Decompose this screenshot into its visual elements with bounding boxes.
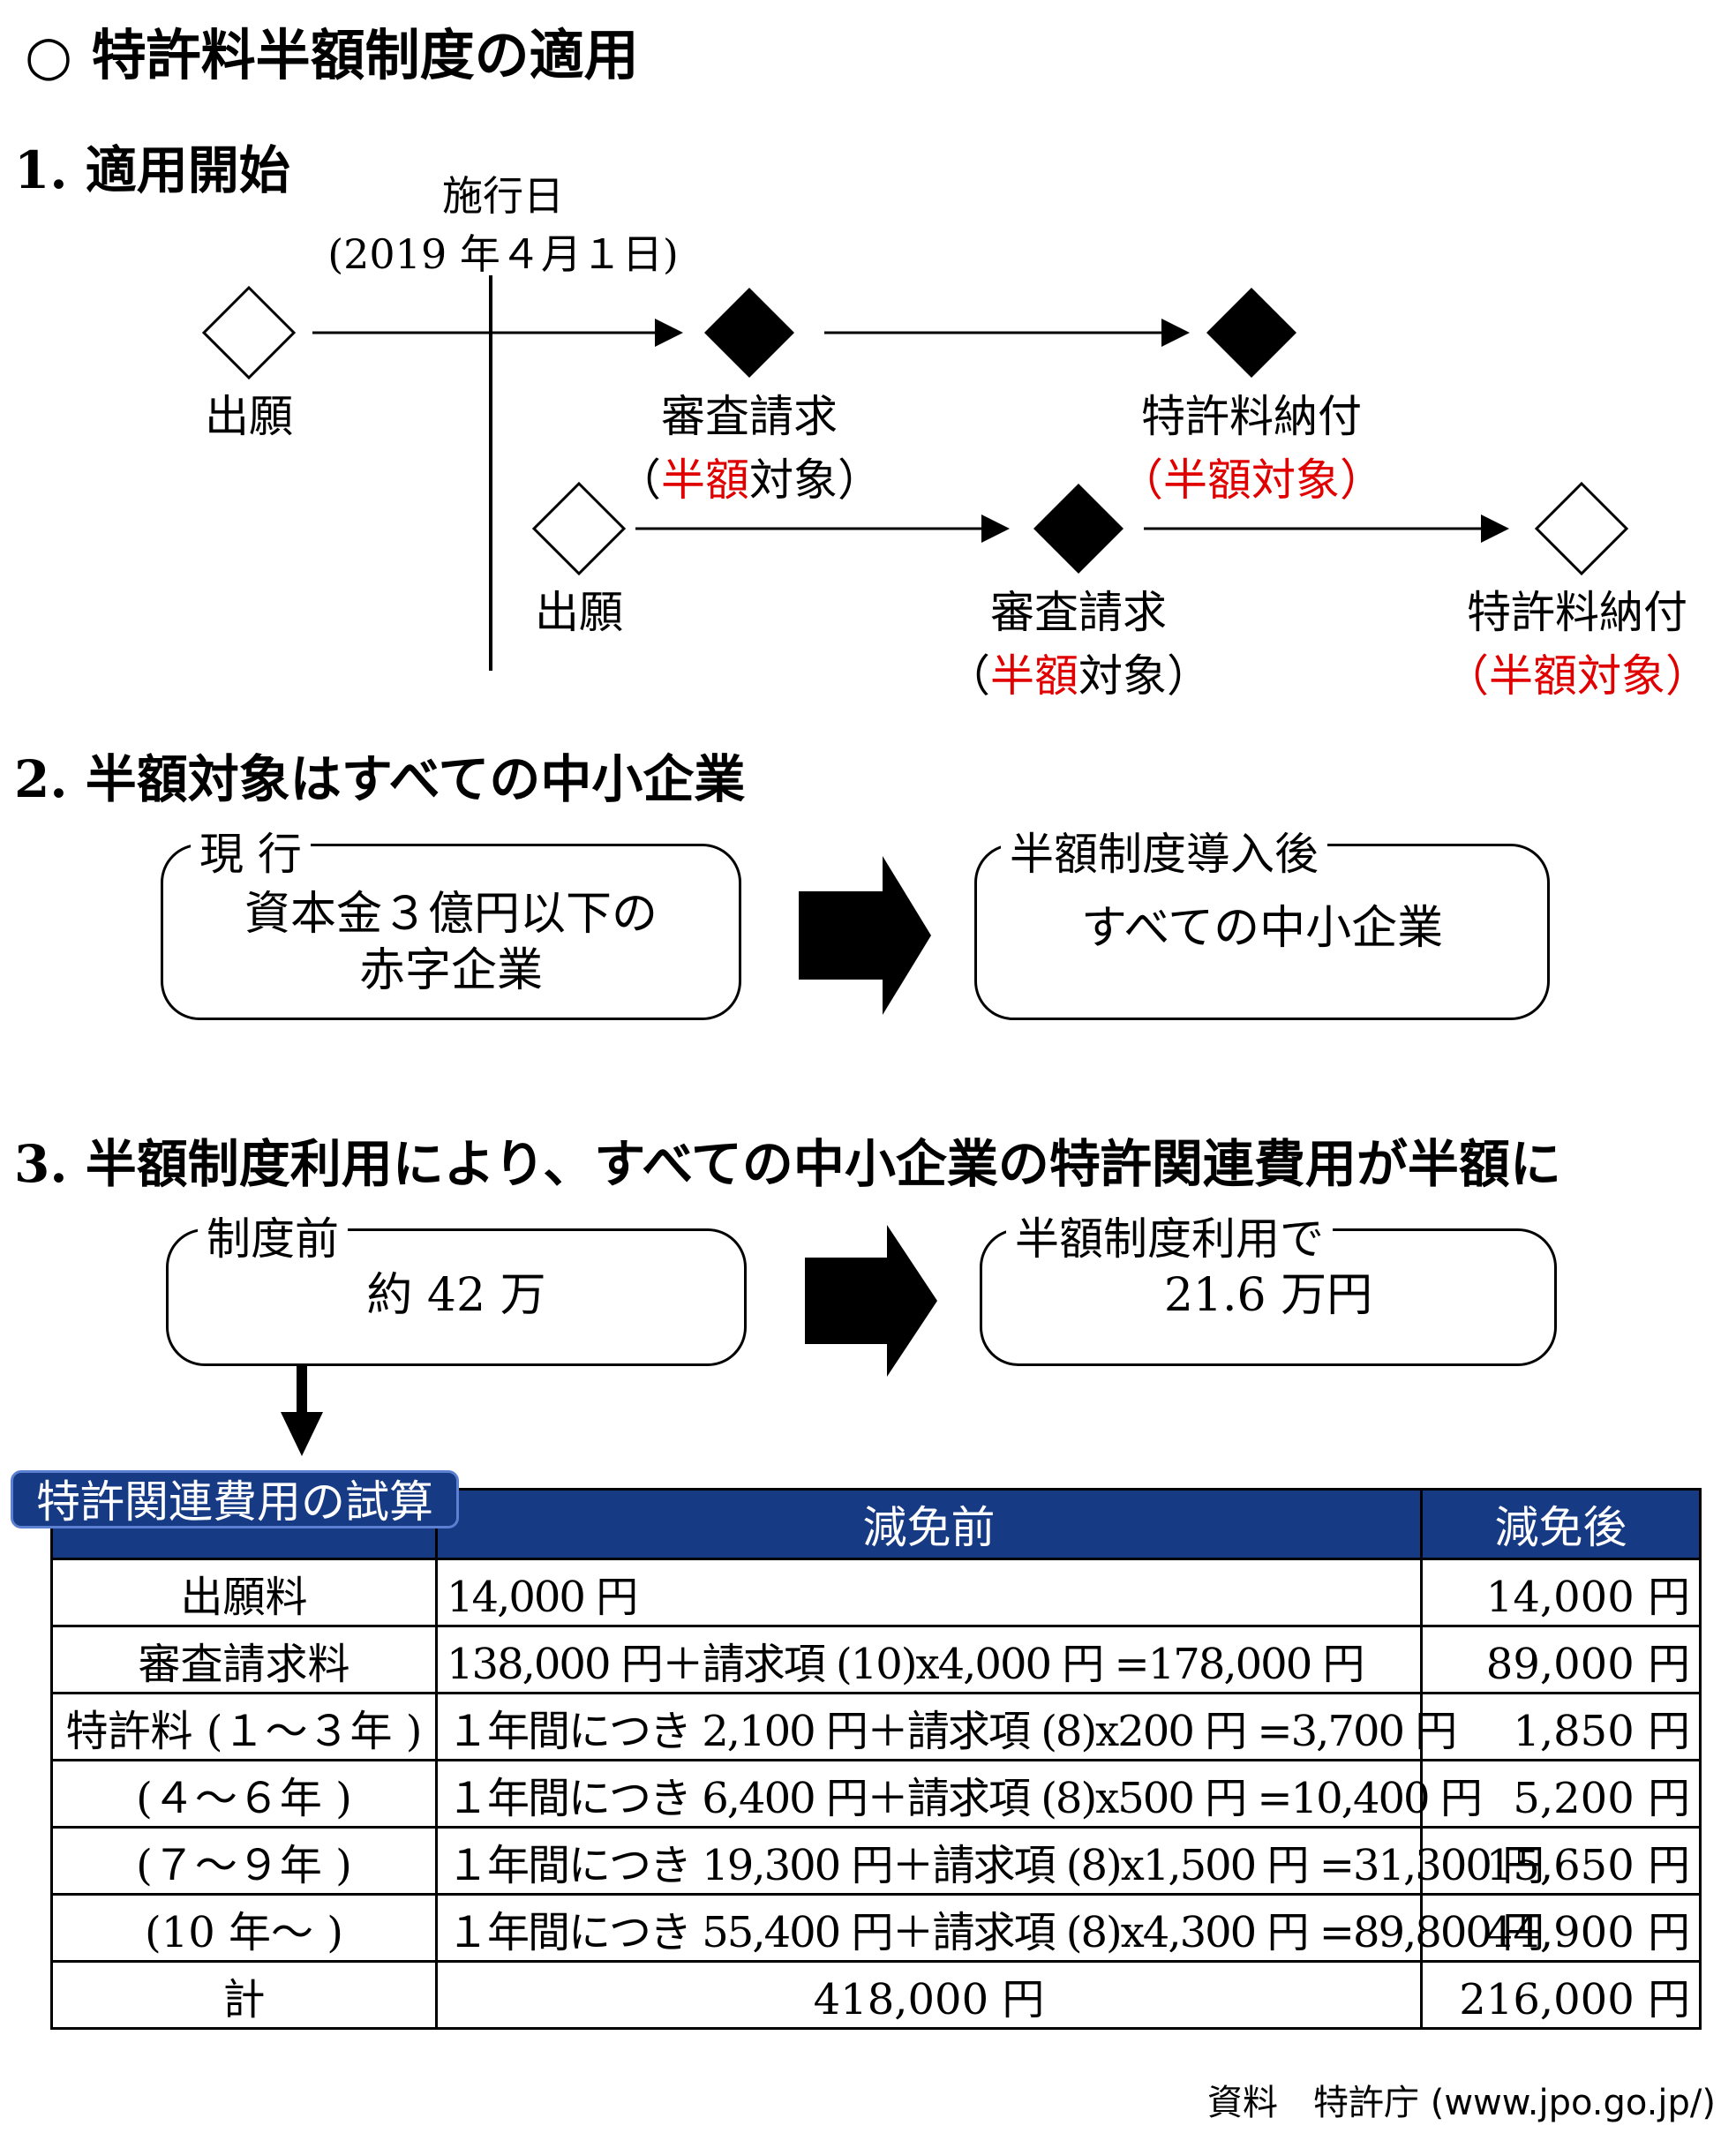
header-after: 減免後 bbox=[1420, 1488, 1702, 1560]
row1-filing-label: 出願 bbox=[205, 391, 293, 442]
table-row: 特許料 (１～３年 ) １年間につき 2,100 円＋請求項 (8)x200 円… bbox=[50, 1692, 1702, 1761]
total-after: 216,000 円 bbox=[1420, 1960, 1702, 2030]
row1-exam-label: 審査請求 （半額対象） bbox=[573, 381, 926, 508]
enforcement-date-value: (2019 年４月１日) bbox=[327, 230, 679, 278]
row-before: 138,000 円＋請求項 (10)x4,000 円 =178,000 円 bbox=[435, 1625, 1423, 1694]
row-after: 14,000 円 bbox=[1420, 1558, 1702, 1627]
section3-heading: 3. 半額制度利用により、すべての中小企業の特許関連費用が半額に bbox=[14, 1134, 1561, 1194]
section1-heading: 1. 適用開始 bbox=[14, 140, 290, 200]
right-arrow-icon bbox=[805, 1225, 937, 1377]
row-before: 14,000 円 bbox=[435, 1558, 1423, 1627]
exam-diamond-filled bbox=[704, 288, 794, 378]
row1-fee-title: 特許料納付 bbox=[1141, 391, 1362, 442]
fee-diamond-filled bbox=[1206, 288, 1296, 378]
arrowhead-icon bbox=[981, 514, 1010, 543]
row-after: 89,000 円 bbox=[1420, 1625, 1702, 1694]
current-box-line2: 赤字企業 bbox=[358, 944, 543, 997]
table-badge: 特許関連費用の試算 bbox=[11, 1470, 459, 1528]
row-item: (10 年～ ) bbox=[50, 1893, 438, 1963]
row2-fee-title: 特許料納付 bbox=[1467, 587, 1687, 638]
before-cost-label: 制度前 bbox=[198, 1204, 348, 1267]
table-row: (４～６年 ) １年間につき 6,400 円＋請求項 (8)x500 円 =10… bbox=[50, 1759, 1702, 1829]
before-cost-value: 約 42 万 bbox=[366, 1269, 546, 1322]
table-row: (７～９年 ) １年間につき 19,300 円＋請求項 (8)x1,500 円 … bbox=[50, 1826, 1702, 1896]
header-before: 減免前 bbox=[435, 1488, 1423, 1560]
table-row: 審査請求料 138,000 円＋請求項 (10)x4,000 円 =178,00… bbox=[50, 1625, 1702, 1694]
filing-diamond-open bbox=[201, 285, 297, 380]
current-box-label: 現 行 bbox=[191, 819, 311, 882]
row2-exam-label: 審査請求 （半額対象） bbox=[902, 577, 1255, 704]
enforcement-date-title: 施行日 bbox=[442, 172, 564, 220]
row2-filing-label: 出願 bbox=[535, 587, 623, 638]
total-item: 計 bbox=[50, 1960, 438, 2030]
row-after: 5,200 円 bbox=[1420, 1759, 1702, 1829]
row-item: (７～９年 ) bbox=[50, 1826, 438, 1896]
row-before: １年間につき 55,400 円＋請求項 (8)x4,300 円 =89,800 … bbox=[435, 1893, 1544, 1963]
fee-diamond-open bbox=[1534, 481, 1629, 576]
row2-exam-note: （半額対象） bbox=[946, 650, 1211, 702]
after-box-label: 半額制度導入後 bbox=[1001, 819, 1327, 882]
table-total-row: 計 418,000 円 216,000 円 bbox=[50, 1960, 1702, 2030]
current-box-line1: 資本金３億円以下の bbox=[244, 888, 658, 941]
row2-fee-label: 特許料納付 （半額対象） bbox=[1423, 577, 1732, 704]
row-after: 1,850 円 bbox=[1420, 1692, 1702, 1761]
arrowhead-icon bbox=[1161, 319, 1190, 347]
row1-exam-note: （半額対象） bbox=[617, 454, 882, 506]
row-after: 15,650 円 bbox=[1420, 1826, 1702, 1896]
current-box-text: 資本金３億円以下の 赤字企業 bbox=[161, 886, 741, 999]
after-cost-label: 半額制度利用で bbox=[1006, 1204, 1333, 1267]
after-cost-value: 21.6 万円 bbox=[1163, 1269, 1373, 1322]
enforcement-date-label: 施行日 (2019 年４月１日) bbox=[318, 164, 688, 281]
row2-fee-note: （半額対象） bbox=[1445, 650, 1710, 702]
row1-fee-note: （半額対象） bbox=[1119, 454, 1384, 506]
row1-fee-label: 特許料納付 （半額対象） bbox=[1075, 381, 1428, 508]
down-arrow-icon bbox=[281, 1412, 323, 1456]
after-box-text: すべての中小企業 bbox=[1080, 902, 1444, 955]
page-title: ○ 特許料半額制度の適用 bbox=[25, 23, 639, 87]
section2-heading: 2. 半額対象はすべての中小企業 bbox=[14, 749, 746, 809]
arrowhead-icon bbox=[1481, 514, 1509, 543]
row-before: １年間につき 2,100 円＋請求項 (8)x200 円 =3,700 円 bbox=[435, 1692, 1457, 1761]
table-row: (10 年～ ) １年間につき 55,400 円＋請求項 (8)x4,300 円… bbox=[50, 1893, 1702, 1963]
row2-exam-title: 審査請求 bbox=[990, 587, 1167, 638]
row-after: 44,900 円 bbox=[1420, 1893, 1702, 1963]
row-before: １年間につき 19,300 円＋請求項 (8)x1,500 円 =31,300 … bbox=[435, 1826, 1544, 1896]
right-arrow-icon bbox=[799, 856, 931, 1015]
row-item: 審査請求料 bbox=[50, 1625, 438, 1694]
total-before: 418,000 円 bbox=[435, 1960, 1423, 2030]
arrowhead-icon bbox=[655, 319, 683, 347]
filing-diamond-open bbox=[531, 481, 627, 576]
row-item: 出願料 bbox=[50, 1558, 438, 1627]
row-before: １年間につき 6,400 円＋請求項 (8)x500 円 =10,400 円 bbox=[435, 1759, 1483, 1829]
table-row: 出願料 14,000 円 14,000 円 bbox=[50, 1558, 1702, 1627]
row-item: 特許料 (１～３年 ) bbox=[50, 1692, 438, 1761]
row1-exam-title: 審査請求 bbox=[661, 391, 838, 442]
exam-diamond-filled bbox=[1033, 484, 1124, 574]
fee-table: 減免前 減免後 出願料 14,000 円 14,000 円 審査請求料 138,… bbox=[50, 1488, 1702, 2030]
source-credit: 資料 特許庁 (www.jpo.go.jp/) bbox=[1207, 2083, 1716, 2123]
row-item: (４～６年 ) bbox=[50, 1759, 438, 1829]
